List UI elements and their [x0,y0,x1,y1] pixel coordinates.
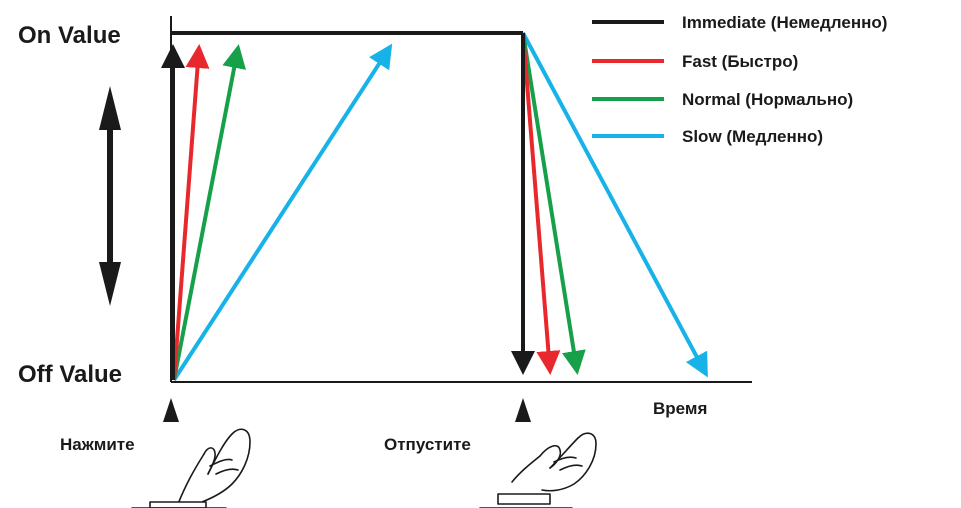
pointing-hand-icon [131,428,251,508]
release-label: Отпустите [384,435,471,454]
legend-label-fast: Fast (Быстро) [682,52,798,71]
series-slow [172,31,708,382]
press-marker-triangle [163,398,179,422]
legend-label-immediate: Immediate (Немедленно) [682,13,887,32]
series-immediate [161,31,535,380]
legend-label-normal: Normal (Нормально) [682,90,853,109]
series-normal [172,31,586,381]
on-value-label: On Value [18,22,121,49]
pointing-hand-icon [479,432,597,508]
x-axis-label: Время [653,399,707,418]
off-value-label: Off Value [18,361,122,388]
release-marker-triangle [515,398,531,422]
legend: Immediate (Немедленно) Fast (Быстро) Nor… [592,13,887,146]
legend-label-slow: Slow (Медленно) [682,127,823,146]
range-double-arrow [99,86,121,306]
press-label: Нажмите [60,435,135,454]
